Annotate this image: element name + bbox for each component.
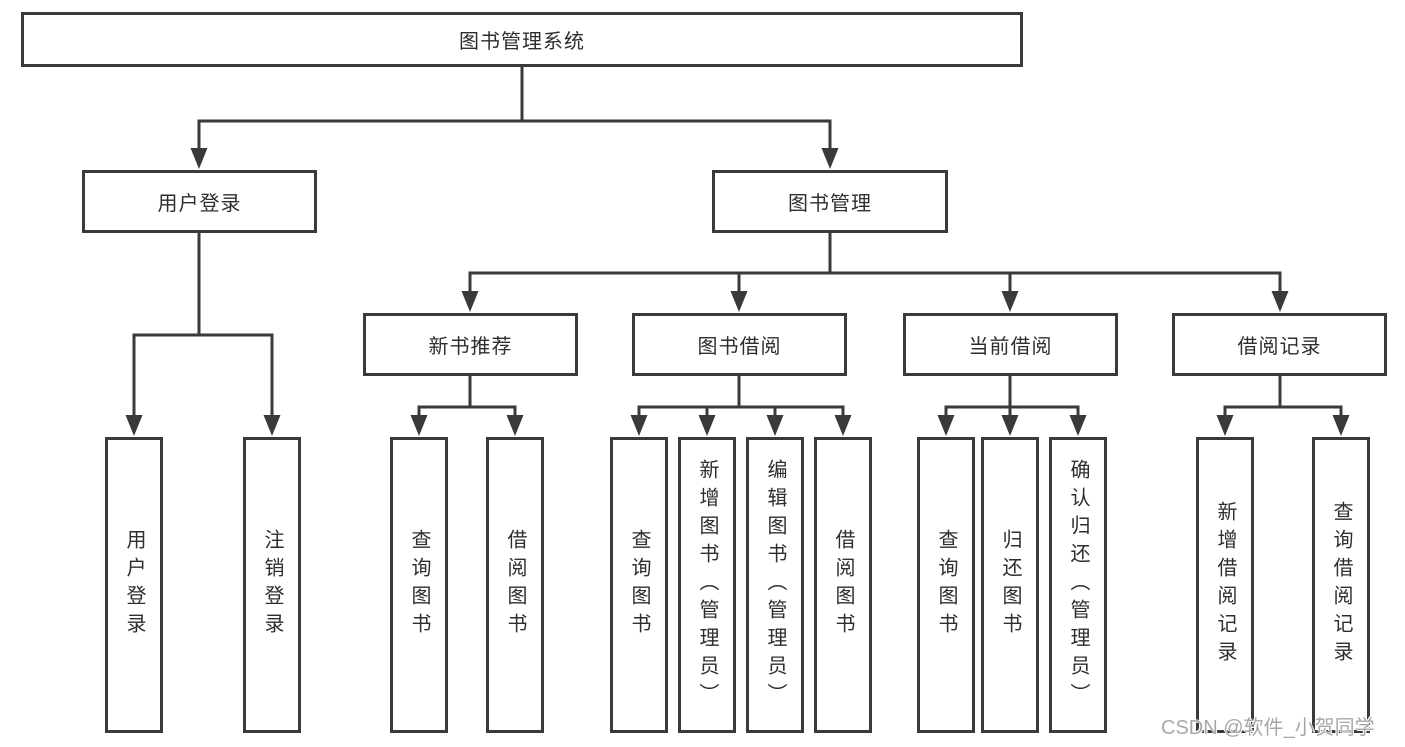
node-user-login-branch: 用户登录 xyxy=(82,170,317,233)
node-label: 借阅图书 xyxy=(832,529,854,641)
leaf-query-book-borrow: 查询图书 xyxy=(610,437,668,733)
node-label: 图书管理 xyxy=(788,193,872,215)
connector-arrowheads xyxy=(125,415,281,436)
node-label: 用户登录 xyxy=(157,193,242,215)
connector-root-to-level2 xyxy=(190,65,839,169)
connector-arrowheads xyxy=(410,415,524,436)
connector-arrowheads xyxy=(461,291,1289,312)
node-label: 当前借阅 xyxy=(968,336,1053,358)
node-label: 图书管理系统 xyxy=(459,31,585,53)
node-root-system: 图书管理系统 xyxy=(21,12,1023,67)
node-current-borrow: 当前借阅 xyxy=(903,313,1118,376)
connector-book-management-to-level3 xyxy=(461,231,1289,312)
watermark: CSDN @软件_小贺同学 xyxy=(1161,717,1375,739)
connector-arrowheads xyxy=(1216,415,1350,436)
node-borrow-record: 借阅记录 xyxy=(1172,313,1387,376)
connector-lines xyxy=(1223,374,1343,419)
node-label: 确认归还（管理员） xyxy=(1067,459,1089,711)
node-label: 用户登录 xyxy=(123,529,145,641)
node-label: 查询图书 xyxy=(408,529,430,641)
connector-arrowheads xyxy=(630,415,852,436)
connector-book-borrow-to-leaves xyxy=(630,374,852,436)
connector-lines xyxy=(944,374,1080,419)
node-label: 图书借阅 xyxy=(697,336,782,358)
leaf-query-book-current: 查询图书 xyxy=(917,437,975,733)
connector-user-login-to-leaves xyxy=(125,231,281,436)
connector-borrow-record-to-leaves xyxy=(1216,374,1350,436)
node-label: 新增借阅记录 xyxy=(1214,501,1236,669)
connector-lines xyxy=(468,231,1282,295)
node-label: 查询借阅记录 xyxy=(1330,501,1352,669)
connector-lines xyxy=(197,65,832,152)
leaf-logout: 注销登录 xyxy=(243,437,301,733)
leaf-add-book-admin: 新增图书（管理员） xyxy=(678,437,736,733)
node-book-borrow: 图书借阅 xyxy=(632,313,847,376)
node-label: 查询图书 xyxy=(935,529,957,641)
node-label: 新增图书（管理员） xyxy=(696,459,718,711)
node-label: 查询图书 xyxy=(628,529,650,641)
connector-arrowheads xyxy=(937,415,1087,436)
leaf-user-login: 用户登录 xyxy=(105,437,163,733)
connector-arrowheads xyxy=(190,148,839,169)
connector-current-borrow-to-leaves xyxy=(937,374,1087,436)
node-label: 借阅记录 xyxy=(1237,336,1322,358)
connector-lines xyxy=(637,374,845,419)
leaf-query-borrow-record: 查询借阅记录 xyxy=(1312,437,1370,733)
leaf-edit-book-admin: 编辑图书（管理员） xyxy=(746,437,804,733)
connector-lines xyxy=(132,231,274,419)
node-label: 编辑图书（管理员） xyxy=(764,459,786,711)
leaf-borrow-book: 借阅图书 xyxy=(814,437,872,733)
leaf-add-borrow-record: 新增借阅记录 xyxy=(1196,437,1254,733)
leaf-return-book: 归还图书 xyxy=(981,437,1039,733)
leaf-query-book-recommend: 查询图书 xyxy=(390,437,448,733)
node-label: 归还图书 xyxy=(999,529,1021,641)
connector-lines xyxy=(417,374,517,419)
node-label: 注销登录 xyxy=(261,529,283,641)
node-label: 借阅图书 xyxy=(504,529,526,641)
node-book-management-branch: 图书管理 xyxy=(712,170,948,233)
leaf-borrow-book-recommend: 借阅图书 xyxy=(486,437,544,733)
connector-new-book-recommend-to-leaves xyxy=(410,374,524,436)
node-label: 新书推荐 xyxy=(428,336,513,358)
node-new-book-recommend: 新书推荐 xyxy=(363,313,578,376)
leaf-confirm-return-admin: 确认归还（管理员） xyxy=(1049,437,1107,733)
